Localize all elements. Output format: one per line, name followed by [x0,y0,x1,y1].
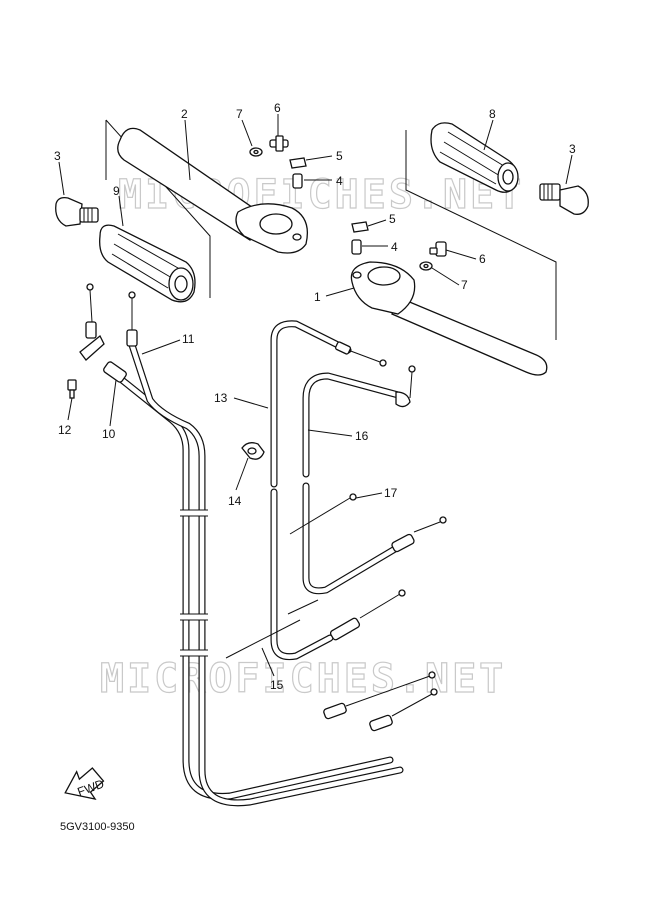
callout-8: 8 [489,107,496,121]
cable-17 [289,493,357,535]
drawing-code: 5GV3100-9350 [60,821,135,833]
callout-14: 14 [228,494,242,508]
right-handlebar-assembly [350,122,589,376]
watermark-bottom: MICROFICHES.NET [100,656,506,702]
callout-4-left: 4 [336,174,343,188]
left-bar-end [55,196,83,227]
throttle-cables [67,283,438,807]
callout-16: 16 [355,429,369,443]
callout-12: 12 [58,423,72,437]
callout-3-right: 3 [569,142,576,156]
cable-15 [225,599,319,659]
callout-9: 9 [113,184,120,198]
callout-15: 15 [270,678,284,692]
callout-5-left: 5 [336,149,343,163]
callout-3-left: 3 [54,149,61,163]
choke-cable-13 [270,320,406,661]
callout-11: 11 [182,332,195,346]
right-bar-end [559,185,589,215]
leader-lines [58,114,573,677]
callouts: 1 2 3 3 4 4 5 5 6 6 7 7 8 9 10 11 12 13 … [54,101,576,692]
callout-6-right: 6 [479,252,486,266]
cable-16 [302,365,447,595]
cable-clamp [241,442,265,460]
right-handlebar-tube [391,297,548,376]
callout-7-left: 7 [236,107,243,121]
callout-13: 13 [214,391,228,405]
callout-4-right: 4 [391,240,398,254]
callout-1: 1 [314,290,321,304]
callout-17: 17 [384,486,398,500]
left-handlebar-assembly [55,119,309,303]
callout-2: 2 [181,107,188,121]
callout-5-right: 5 [389,212,396,226]
callout-6-left: 6 [274,101,281,115]
callout-10: 10 [102,427,116,441]
fwd-arrow-icon: FWD [64,767,106,800]
callout-7-right: 7 [461,278,468,292]
